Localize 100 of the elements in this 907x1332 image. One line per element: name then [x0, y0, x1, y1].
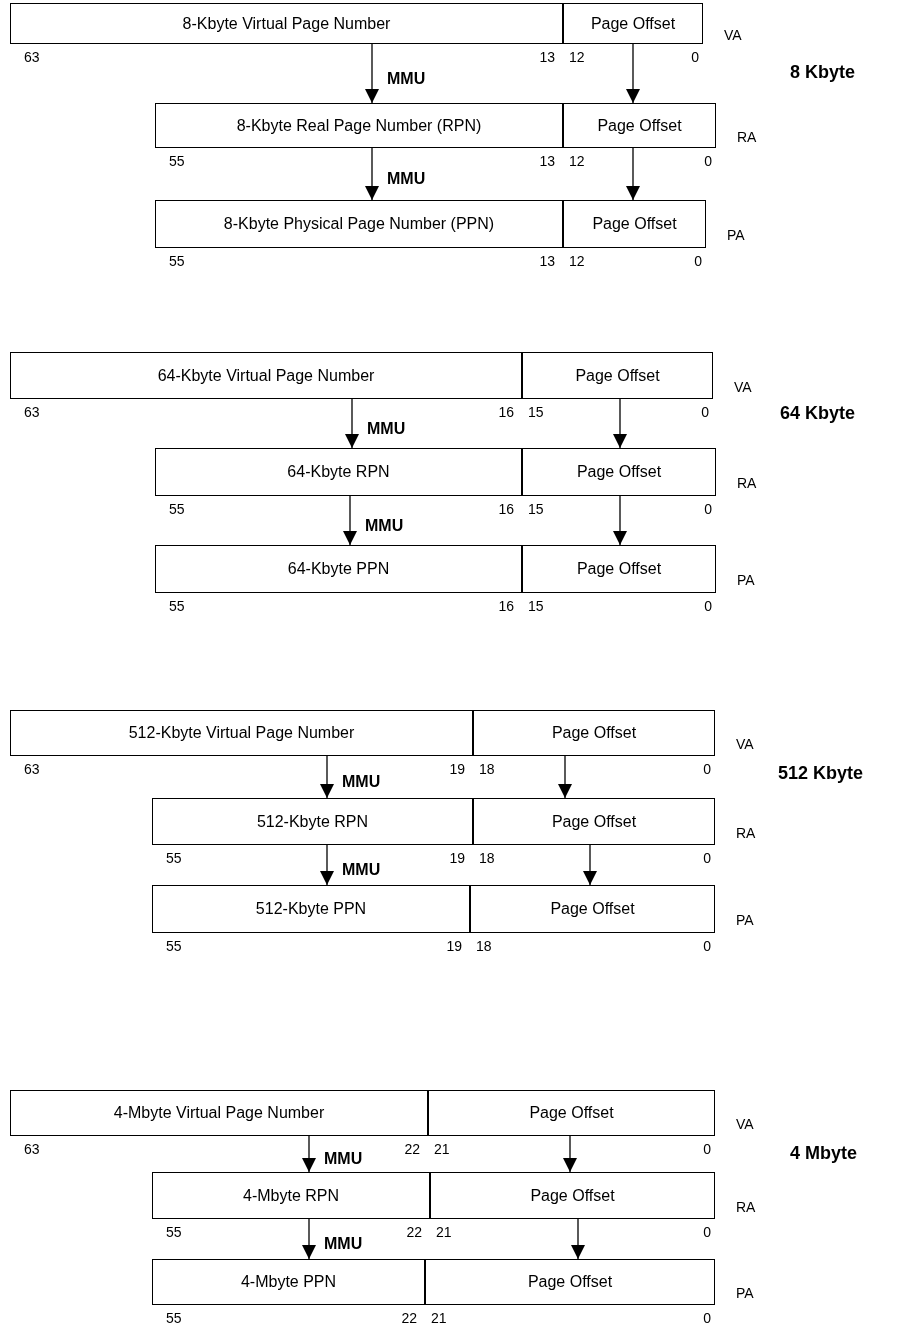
page-number-field	[10, 352, 522, 399]
arrow	[558, 755, 572, 799]
bit-number: 21	[434, 1141, 450, 1157]
field-label: 8-Kbyte Virtual Page Number	[182, 14, 391, 33]
bit-number: 0	[704, 598, 712, 614]
bit-number: 12	[569, 153, 585, 169]
arrow	[626, 147, 640, 201]
field-label: 8-Kbyte Real Page Number (RPN)	[236, 116, 482, 135]
arrow	[302, 1218, 316, 1260]
field-label: 512-Kbyte Virtual Page Number	[128, 724, 355, 742]
bit-number: 0	[703, 1310, 711, 1326]
field-label: Page Offset	[529, 1104, 614, 1122]
bit-number: 0	[691, 49, 699, 65]
field-label: Page Offset	[597, 116, 682, 135]
arrow	[320, 755, 334, 799]
bit-number: 0	[703, 761, 711, 777]
bit-number: 22	[406, 1224, 422, 1240]
page-size-heading: 4 Mbyte	[790, 1145, 858, 1161]
bit-number: 22	[401, 1310, 417, 1326]
field-label: 8-Kbyte Physical Page Number (PPN)	[223, 215, 495, 233]
bit-number: 18	[476, 938, 492, 954]
bit-number: 16	[498, 501, 514, 517]
bit-number: 0	[703, 850, 711, 866]
arrow	[345, 398, 359, 449]
field-label: 4-Mbyte Virtual Page Number	[113, 1104, 325, 1122]
arrow	[320, 844, 334, 886]
arrow	[365, 43, 379, 104]
bit-number: 12	[569, 49, 585, 65]
field-label: Page Offset	[550, 900, 635, 918]
address-type-label: VA	[734, 378, 752, 395]
bit-number: 0	[701, 404, 709, 420]
bit-number: 15	[528, 501, 544, 517]
bit-number: 63	[24, 761, 40, 777]
address-type-label: PA	[736, 912, 754, 928]
bit-number: 13	[539, 49, 555, 65]
address-type-label: PA	[727, 227, 745, 243]
address-type-label: PA	[737, 572, 755, 588]
bit-number: 19	[446, 938, 462, 954]
bit-number: 55	[166, 1310, 182, 1326]
bit-number: 63	[24, 49, 40, 65]
address-type-label: RA	[736, 1198, 756, 1215]
field-label: 64-Kbyte PPN	[287, 560, 390, 578]
arrow	[343, 495, 357, 546]
field-label: 4-Mbyte RPN	[243, 1186, 339, 1205]
page-number-field	[152, 1259, 425, 1305]
field-label: 512-Kbyte PPN	[255, 900, 367, 918]
bit-number: 15	[528, 598, 544, 614]
bit-number: 19	[449, 761, 465, 777]
bit-number: 0	[704, 153, 712, 169]
page-size-heading: 64 Kbyte	[780, 405, 856, 421]
page-number-field	[155, 103, 563, 148]
bit-number: 55	[166, 1224, 182, 1240]
bit-number: 13	[539, 153, 555, 169]
bit-number: 63	[24, 1141, 40, 1157]
arrow	[365, 147, 379, 201]
page-number-field	[10, 1090, 428, 1136]
page-number-field	[155, 545, 522, 593]
bit-number: 55	[166, 850, 182, 866]
bit-number: 19	[449, 850, 465, 866]
address-type-label: VA	[724, 26, 742, 43]
field-label: Page Offset	[551, 724, 637, 742]
address-type-label: RA	[737, 475, 757, 491]
field-label: Page Offset	[575, 366, 660, 385]
field-label: Page Offset	[551, 812, 637, 831]
arrow	[302, 1135, 316, 1173]
page-number-field	[152, 885, 470, 933]
arrow	[613, 398, 627, 449]
bit-number: 13	[539, 253, 555, 269]
bit-number: 0	[704, 501, 712, 517]
address-type-label: VA	[736, 736, 754, 752]
page-size-heading: 512 Kbyte	[778, 765, 864, 781]
bit-number: 16	[498, 404, 514, 420]
field-label: 4-Mbyte PPN	[240, 1273, 337, 1291]
field-label: Page Offset	[530, 1186, 615, 1205]
page-number-field	[152, 1172, 430, 1219]
bit-number: 63	[24, 404, 40, 420]
address-type-label: RA	[737, 128, 757, 145]
address-type-label: VA	[736, 1116, 754, 1132]
bit-number: 0	[703, 1224, 711, 1240]
page-number-field	[155, 448, 522, 496]
bit-number: 55	[169, 501, 185, 517]
page-size-heading: 8 Kbyte	[790, 64, 856, 80]
field-label: Page Offset	[576, 463, 662, 481]
field-label: 64-Kbyte Virtual Page Number	[157, 366, 375, 385]
bit-number: 55	[166, 938, 182, 954]
bit-number: 22	[404, 1141, 420, 1157]
page-number-field	[10, 710, 473, 756]
bit-number: 0	[703, 1141, 711, 1157]
field-label: Page Offset	[592, 215, 677, 233]
arrow	[626, 43, 640, 104]
bit-number: 0	[694, 253, 702, 269]
bit-number: 21	[436, 1224, 452, 1240]
bit-number: 18	[479, 761, 495, 777]
arrow	[571, 1218, 585, 1260]
page-number-field	[10, 3, 563, 44]
bit-number: 55	[169, 598, 185, 614]
bit-number: 18	[479, 850, 495, 866]
bit-number: 55	[169, 253, 185, 269]
bit-number: 21	[431, 1310, 447, 1326]
field-label: Page Offset	[590, 14, 676, 33]
